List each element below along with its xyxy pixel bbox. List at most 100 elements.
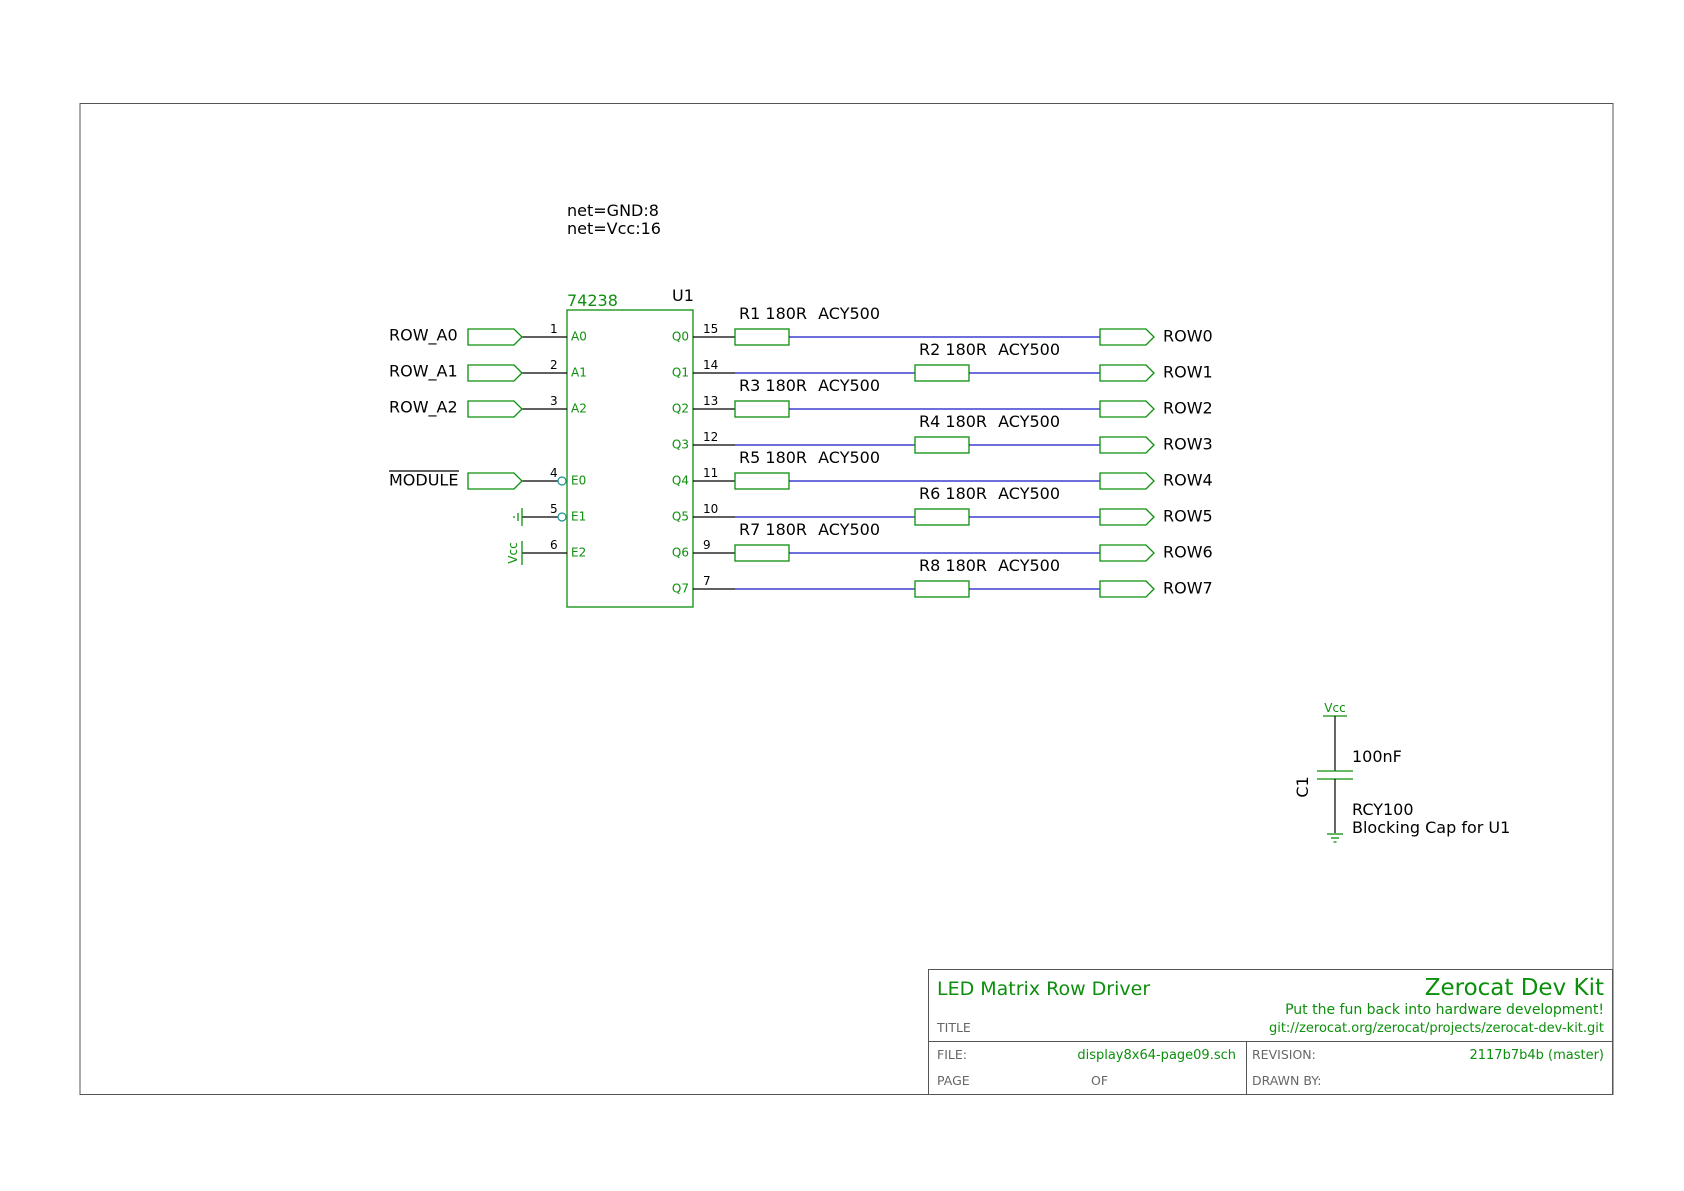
port-symbol — [1099, 580, 1155, 598]
resistor-body — [734, 472, 790, 490]
output-port-row6[interactable]: ROW6 — [1099, 543, 1213, 562]
ic-pin-a0: 1 A0 — [522, 322, 587, 344]
resistor-r5[interactable]: R5 180R ACY500 — [734, 448, 880, 490]
output-port-row4[interactable]: ROW4 — [1099, 471, 1213, 490]
title-block-frame — [928, 969, 1613, 1095]
ic-pin-e1: 5 E1 — [522, 502, 586, 524]
ic-pin-a2: 3 A2 — [522, 394, 587, 416]
net-note-gnd: net=GND:8 — [567, 201, 659, 220]
pin-number: 7 — [703, 574, 711, 588]
pin-name: Q6 — [672, 546, 689, 560]
pin-number: 10 — [703, 502, 718, 516]
cap-description-label: Blocking Cap for U1 — [1352, 818, 1510, 837]
port-symbol — [1099, 472, 1155, 490]
pin-number: 13 — [703, 394, 718, 408]
resistor-r3[interactable]: R3 180R ACY500 — [734, 376, 880, 418]
pin-name: A2 — [571, 402, 587, 416]
pin-number: 9 — [703, 538, 711, 552]
channel-row4: 11 Q4 R5 180R ACY500 ROW4 — [672, 448, 1213, 490]
input-port-row-a0[interactable]: ROW_A0 — [389, 326, 523, 346]
pin-number: 12 — [703, 430, 718, 444]
port-label: ROW5 — [1163, 507, 1213, 526]
input-port-row-a2[interactable]: ROW_A2 — [389, 398, 523, 418]
ic-u1[interactable]: 74238 U1 — [566, 286, 694, 608]
output-port-row1[interactable]: ROW1 — [1099, 363, 1213, 382]
sheet-border — [79, 103, 1614, 1095]
resistor-label: R7 180R ACY500 — [739, 520, 880, 539]
resistor-body — [914, 508, 970, 526]
pin-name: Q3 — [672, 438, 689, 452]
input-port-row-a1[interactable]: ROW_A1 — [389, 362, 523, 382]
pin-name: E0 — [571, 474, 586, 488]
inverting-bubble — [557, 476, 567, 486]
resistor-r7[interactable]: R7 180R ACY500 — [734, 520, 880, 562]
port-label: MODULE — [389, 471, 458, 490]
resistor-body — [914, 580, 970, 598]
port-symbol — [1099, 544, 1155, 562]
resistor-label: R6 180R ACY500 — [919, 484, 1060, 503]
resistor-label: R8 180R ACY500 — [919, 556, 1060, 575]
ic-pin-e2: 6 E2 — [522, 538, 586, 560]
port-symbol — [467, 328, 523, 346]
port-symbol — [1099, 400, 1155, 418]
drawn-by-caption: DRAWN BY: — [1252, 1073, 1321, 1088]
pin-number: 14 — [703, 358, 718, 372]
port-symbol — [1099, 508, 1155, 526]
ic-pin-a1: 2 A1 — [522, 358, 587, 380]
resistor-r2[interactable]: R2 180R ACY500 — [914, 340, 1060, 382]
of-caption: OF — [1091, 1073, 1108, 1088]
revision-value: 2117b7b4b (master) — [1469, 1048, 1604, 1063]
pin-name: Q7 — [672, 582, 689, 596]
resistor-body — [734, 400, 790, 418]
pin-name: A1 — [571, 366, 587, 380]
pin-name: Q5 — [672, 510, 689, 524]
channel-row5: 10 Q5 R6 180R ACY500 ROW5 — [672, 484, 1213, 526]
resistor-r6[interactable]: R6 180R ACY500 — [914, 484, 1060, 526]
input-port-module[interactable]: MODULE — [389, 470, 523, 490]
cap-ref-label: C1 — [1293, 776, 1312, 797]
cap-supply-label: Vcc — [1324, 701, 1345, 715]
output-port-row7[interactable]: ROW7 — [1099, 579, 1213, 598]
repo-url: git://zerocat.org/zerocat/projects/zeroc… — [1269, 1021, 1604, 1036]
pin-name: Q4 — [672, 474, 689, 488]
port-label: ROW3 — [1163, 435, 1213, 454]
channel-row7: 7 Q7 R8 180R ACY500 ROW7 — [672, 556, 1213, 598]
vcc-symbol-e2: Vcc — [506, 541, 523, 565]
company-tagline: Put the fun back into hardware developme… — [1285, 1002, 1604, 1018]
port-symbol — [467, 400, 523, 418]
pin-name: E2 — [571, 546, 586, 560]
port-symbol — [1099, 328, 1155, 346]
output-port-row5[interactable]: ROW5 — [1099, 507, 1213, 526]
channel-row0: 15 Q0 R1 180R ACY500 ROW0 — [672, 304, 1213, 346]
resistor-r1[interactable]: R1 180R ACY500 — [734, 304, 880, 346]
revision-caption: REVISION: — [1252, 1047, 1316, 1062]
output-port-row0[interactable]: ROW0 — [1099, 327, 1213, 346]
channel-row1: 14 Q1 R2 180R ACY500 ROW1 — [672, 340, 1213, 382]
port-label: ROW7 — [1163, 579, 1213, 598]
pin-number: 11 — [703, 466, 718, 480]
cap-package-label: RCY100 — [1352, 800, 1414, 819]
capacitor-c1[interactable]: Vcc C1 100nF RCY100 Blocking Cap for U1 — [1293, 701, 1510, 843]
resistor-label: R2 180R ACY500 — [919, 340, 1060, 359]
title-caption: TITLE — [936, 1020, 971, 1035]
resistor-body — [734, 328, 790, 346]
resistor-r8[interactable]: R8 180R ACY500 — [914, 556, 1060, 598]
resistor-r4[interactable]: R4 180R ACY500 — [914, 412, 1060, 454]
pin-name: E1 — [571, 510, 586, 524]
pin-name: Q2 — [672, 402, 689, 416]
pin-name: Q1 — [672, 366, 689, 380]
pin-number: 6 — [550, 538, 558, 552]
port-label: ROW1 — [1163, 363, 1213, 382]
port-label: ROW0 — [1163, 327, 1213, 346]
pin-number: 4 — [550, 466, 558, 480]
pin-name: Q0 — [672, 330, 689, 344]
sheet-title: LED Matrix Row Driver — [937, 978, 1150, 1000]
resistor-body — [914, 436, 970, 454]
cap-value-label: 100nF — [1352, 747, 1402, 766]
output-port-row2[interactable]: ROW2 — [1099, 399, 1213, 418]
channel-row3: 12 Q3 R4 180R ACY500 ROW3 — [672, 412, 1213, 454]
port-label: ROW6 — [1163, 543, 1213, 562]
output-port-row3[interactable]: ROW3 — [1099, 435, 1213, 454]
title-block: LED Matrix Row Driver TITLE Zerocat Dev … — [928, 969, 1613, 1095]
